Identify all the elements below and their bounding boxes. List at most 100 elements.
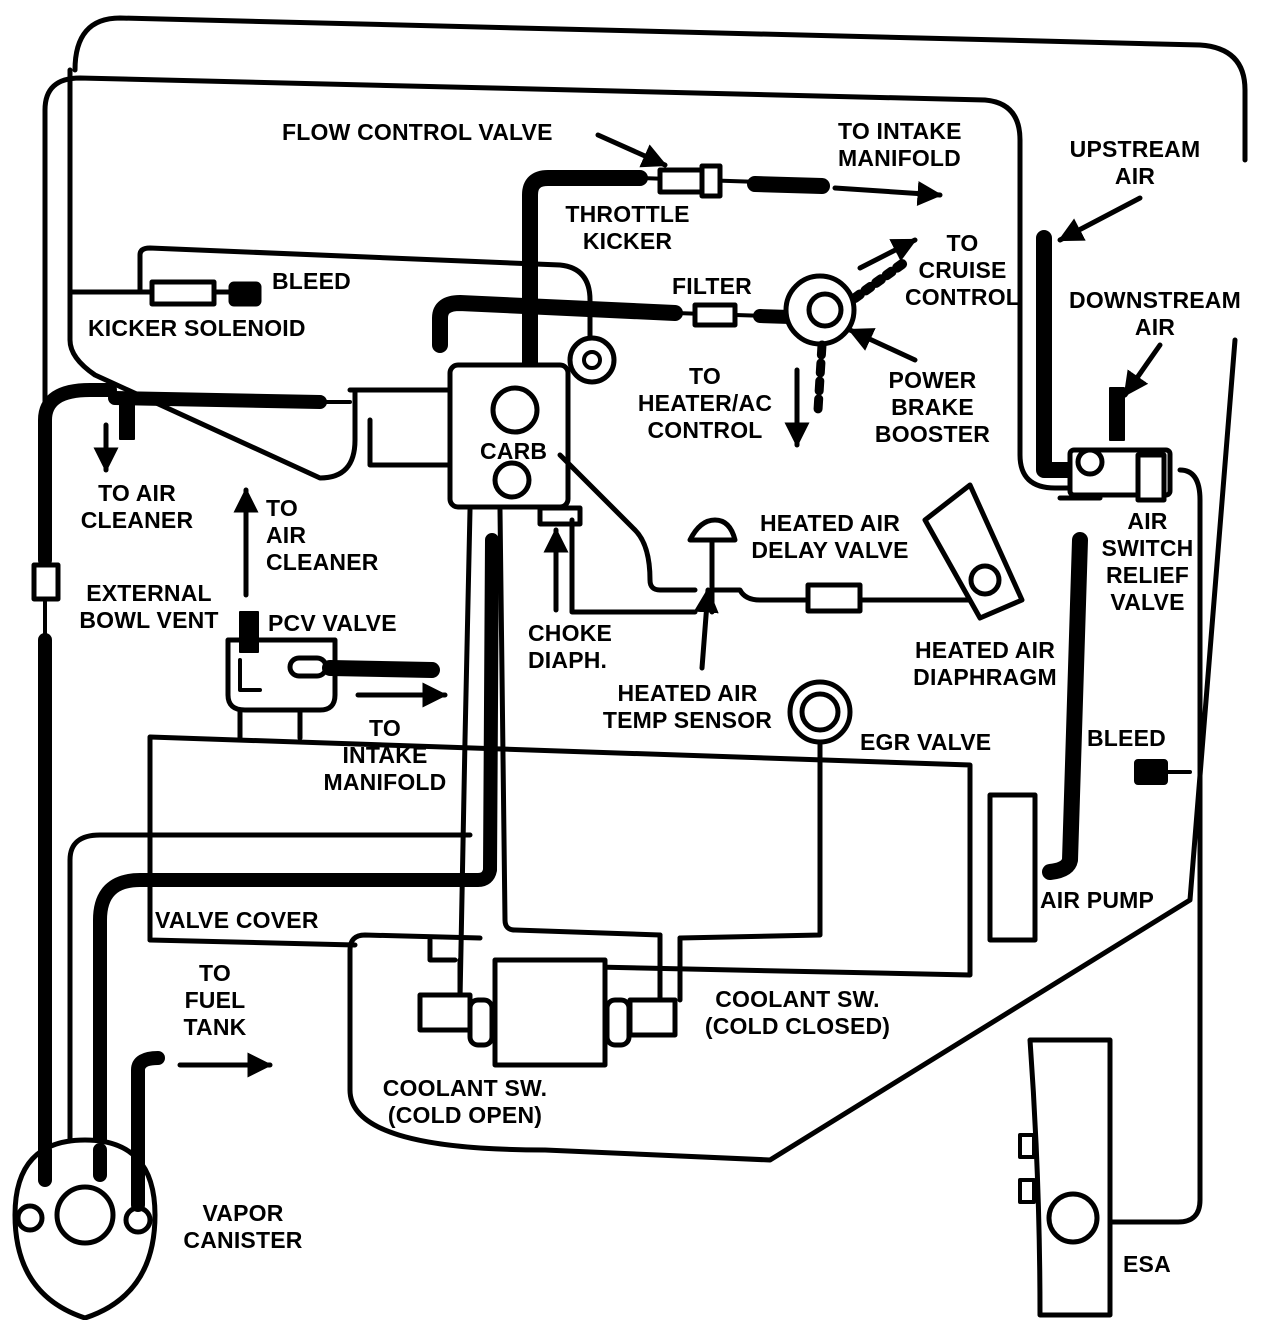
label-bleed-right: BLEED xyxy=(1087,725,1166,751)
pcv-valve xyxy=(239,611,259,653)
label-power-brake-booster: POWER BRAKE BOOSTER xyxy=(874,367,991,447)
carb-down-hose-1 xyxy=(93,533,499,1182)
external-bowl-vent xyxy=(31,562,61,602)
carb-to-delay-hose xyxy=(557,452,698,593)
label-heated-air-temp-sensor: HEATED AIR TEMP SENSOR xyxy=(602,680,773,733)
choke-hose xyxy=(569,517,698,615)
pcv-thin xyxy=(238,658,262,692)
canister-port-center xyxy=(54,1184,116,1246)
fuel-tank-hose xyxy=(131,1051,165,1212)
label-coolant-sw-cold-closed: COOLANT SW. (COLD CLOSED) xyxy=(704,986,891,1039)
coolant-hose-right xyxy=(657,932,683,1003)
carb-secondary-bore xyxy=(492,460,532,500)
label-pcv-valve: PCV VALVE xyxy=(268,610,397,636)
kicker-bleed xyxy=(228,281,262,307)
air-pump-hose xyxy=(1042,532,1088,880)
downstream-air-fitting xyxy=(1109,387,1125,441)
heated-air-delay-valve xyxy=(687,517,738,543)
bleed-right xyxy=(1134,759,1168,785)
air-switch-cap xyxy=(1135,452,1167,503)
esa-tab-bottom xyxy=(1018,1178,1036,1204)
pcv-body xyxy=(225,637,338,713)
label-heated-air-delay-valve: HEATED AIR DELAY VALVE xyxy=(751,510,909,563)
carb xyxy=(447,362,571,510)
booster-hose xyxy=(432,295,683,353)
top-outer-hose xyxy=(72,15,1248,163)
coolant-sw-cap-right xyxy=(604,997,632,1048)
carb-down-hose-2 xyxy=(457,507,473,1003)
label-egr-valve: EGR VALVE xyxy=(860,729,992,755)
label-air-switch-relief-valve: AIR SWITCH RELIEF VALVE xyxy=(1101,508,1194,615)
heated-air-diaphragm-port xyxy=(968,563,1002,597)
label-valve-cover: VALVE COVER xyxy=(155,907,319,933)
valve-cover xyxy=(147,734,973,978)
label-to-air-cleaner-left: TO AIR CLEANER xyxy=(80,480,194,533)
kicker-diagonal-hose xyxy=(67,67,358,481)
filter xyxy=(692,302,738,328)
arrow-downstream xyxy=(1122,342,1163,398)
air-pump xyxy=(987,792,1038,943)
label-to-intake-manifold-top: TO INTAKE MANIFOLD xyxy=(838,118,962,171)
label-to-heater-ac-control: TO HEATER/AC CONTROL xyxy=(637,363,773,443)
label-esa: ESA xyxy=(1123,1251,1171,1277)
coolant-sw-body xyxy=(492,957,608,1068)
label-to-intake-manifold-mid: TO INTAKE MANIFOLD xyxy=(323,715,447,795)
coolant-sw-cap-left xyxy=(467,997,495,1048)
esa-feed-hose xyxy=(347,337,1238,1163)
pcv-base xyxy=(237,707,303,741)
coolant-hose-left xyxy=(427,937,463,1003)
arrow-intake-top xyxy=(832,181,943,206)
throttle-kicker-hose xyxy=(522,170,648,388)
flow-control-end xyxy=(699,163,723,199)
heater-dashed xyxy=(813,340,827,415)
pcv-fitting xyxy=(287,655,329,679)
air-switch-port xyxy=(1075,447,1105,477)
label-to-air-cleaner-mid: TO AIR CLEANER xyxy=(266,495,379,575)
label-air-pump: AIR PUMP xyxy=(1040,887,1155,913)
label-downstream-air: DOWNSTREAM AIR xyxy=(1069,287,1241,340)
label-external-bowl-vent: EXTERNAL BOWL VENT xyxy=(79,580,219,633)
left-canister-hose xyxy=(38,383,117,567)
throttle-kicker-center xyxy=(582,350,602,370)
label-carb: CARB xyxy=(480,438,548,464)
esa-tab-top xyxy=(1018,1133,1036,1159)
arrow-upstream xyxy=(1057,195,1143,243)
label-flow-control-valve: FLOW CONTROL VALVE xyxy=(282,119,553,145)
label-upstream-air: UPSTREAM AIR xyxy=(1069,136,1201,189)
pcv-intake-hose xyxy=(322,660,440,678)
esa-connector xyxy=(1046,1191,1100,1245)
egr-valve-center xyxy=(799,691,841,733)
egr-hose xyxy=(677,739,823,941)
label-coolant-sw-cold-open: COOLANT SW. (COLD OPEN) xyxy=(382,1075,548,1128)
label-heated-air-diaphragm: HEATED AIR DIAPHRAGM xyxy=(913,637,1057,690)
canister-hoses xyxy=(38,1143,107,1187)
label-vapor-canister: VAPOR CANISTER xyxy=(183,1200,303,1253)
cruise-dashed xyxy=(850,257,910,303)
valve-cover-hose xyxy=(67,832,473,1153)
booster-port xyxy=(806,291,844,329)
label-throttle-kicker: THROTTLE KICKER xyxy=(565,201,690,254)
canister-port-left xyxy=(15,1203,45,1233)
arrow-temp-sensor xyxy=(693,587,719,671)
carb-left-hose xyxy=(347,387,453,468)
arrow-cruise xyxy=(857,237,918,271)
intake-manifold-hose-top xyxy=(747,176,830,194)
flow-control-valve xyxy=(657,167,705,195)
air-cleaner-fitting xyxy=(119,404,135,440)
esa xyxy=(1027,1037,1113,1318)
air-cleaner-hose xyxy=(108,391,327,409)
kicker-solenoid xyxy=(149,279,217,307)
coolant-sw-cold-closed xyxy=(627,997,678,1038)
label-choke-diaph: CHOKE DIAPH. xyxy=(528,620,613,673)
coolant-sw-cold-open xyxy=(417,992,473,1033)
delay-valve-fitting xyxy=(805,582,863,614)
upstream-air-hose xyxy=(1036,230,1078,478)
arrow-booster xyxy=(847,327,918,363)
carb-primary-bore xyxy=(490,385,540,435)
outer-hose-loop xyxy=(42,75,1083,603)
label-to-fuel-tank: TO FUEL TANK xyxy=(183,960,247,1040)
label-filter: FILTER xyxy=(672,273,752,299)
label-to-cruise-control: TO CRUISE CONTROL xyxy=(904,230,1021,310)
